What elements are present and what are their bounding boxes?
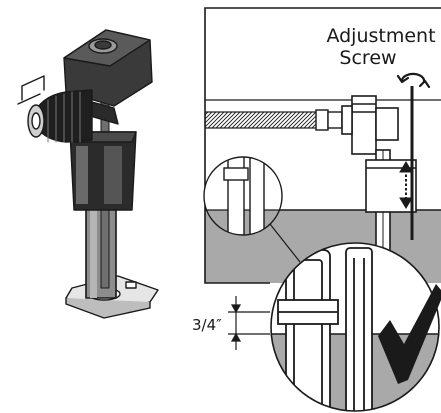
small-magnifier bbox=[203, 156, 301, 263]
fill-valve-illustration bbox=[17, 29, 159, 319]
valve-clip bbox=[17, 75, 45, 105]
big-magnifier bbox=[270, 242, 440, 412]
measurement-bracket bbox=[228, 296, 270, 350]
adjustment-label-line2: Screw bbox=[339, 47, 396, 69]
adjustment-label-line1: Adjustment bbox=[326, 25, 435, 47]
checkmark-icon bbox=[378, 284, 441, 384]
vertical-double-arrow-icon bbox=[399, 161, 413, 209]
supply-hose bbox=[205, 111, 318, 129]
rotate-arrows-icon bbox=[396, 72, 431, 89]
refill-coil bbox=[27, 89, 93, 143]
float-cup bbox=[69, 131, 137, 211]
detail-panel: Adjustment Screw bbox=[204, 7, 441, 284]
measurement-label: 3/4″ bbox=[192, 316, 222, 334]
